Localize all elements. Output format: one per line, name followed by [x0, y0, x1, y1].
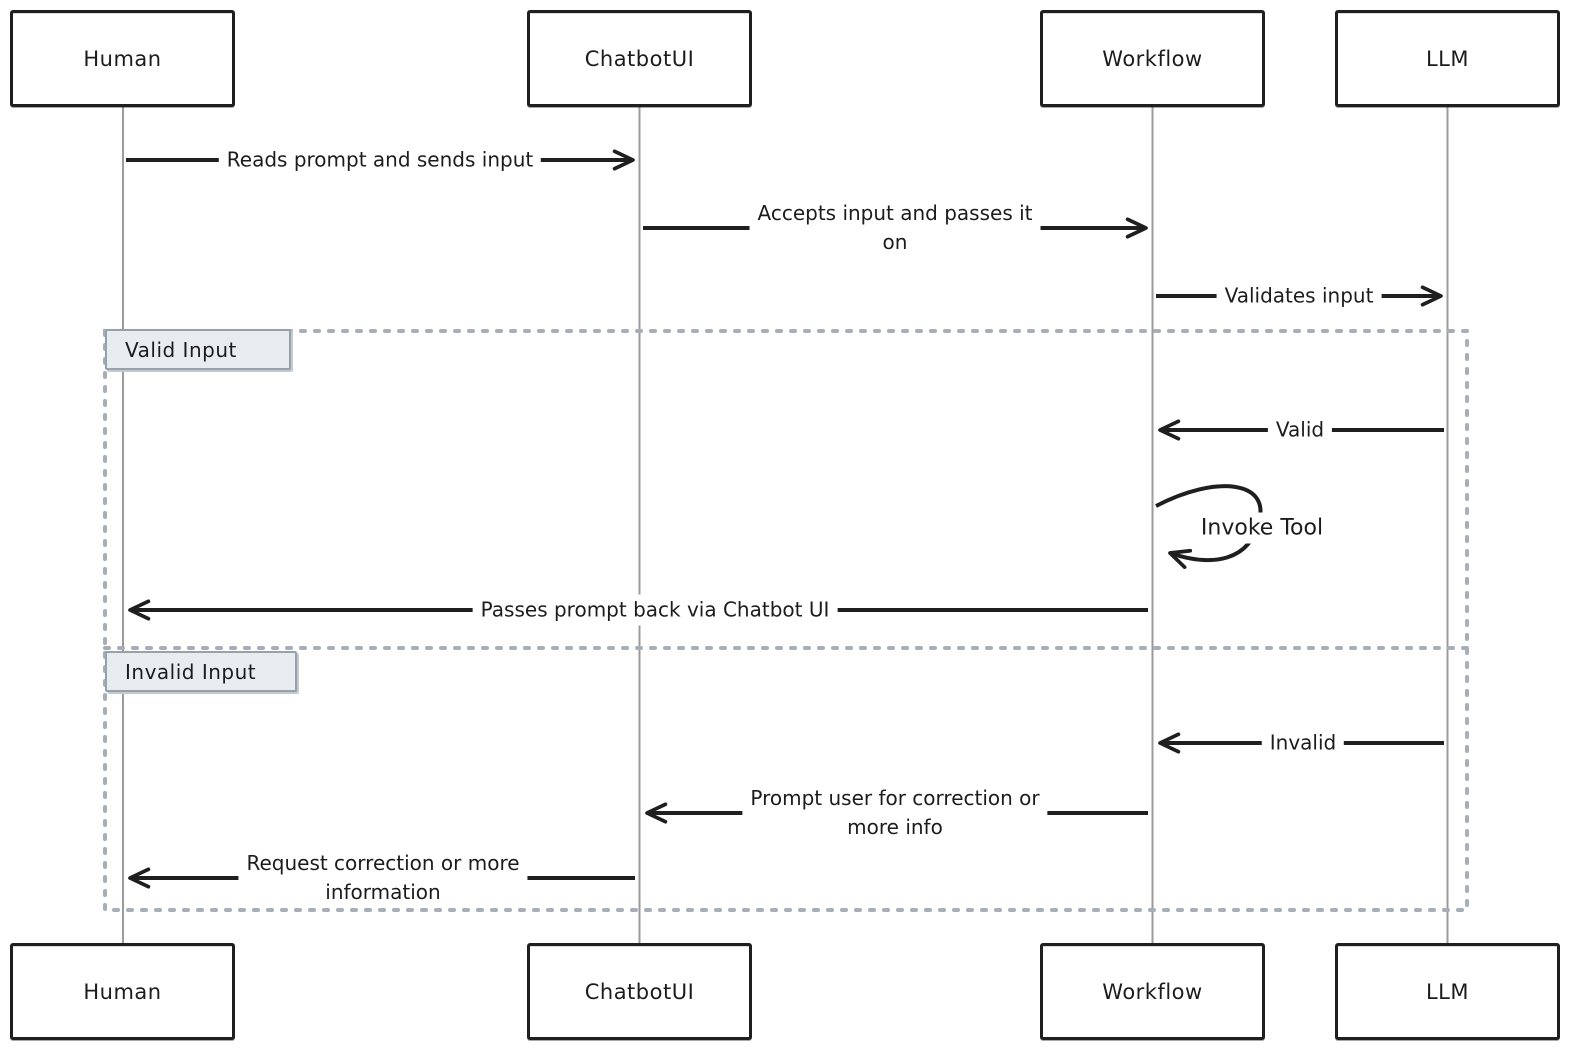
message-text: Accepts input and passes it: [757, 201, 1033, 225]
alt-label-invalid-input: Invalid Input: [105, 651, 297, 692]
alt-frame: [103, 329, 1469, 912]
message-label-invoke-tool: Invoke Tool: [1192, 512, 1332, 544]
message-text: Invoke Tool: [1200, 515, 1324, 541]
actor-bottom-llm: LLM: [1335, 943, 1560, 1040]
actor-label: Human: [83, 46, 162, 71]
message-label-accepts-input: Accepts input and passes it on: [749, 198, 1041, 258]
message-text: Validates input: [1224, 283, 1374, 308]
message-text: Request correction or more: [246, 851, 520, 875]
actor-bottom-human: Human: [10, 943, 235, 1040]
message-label-reads-prompt: Reads prompt and sends input: [218, 144, 542, 176]
message-text: Invalid: [1269, 730, 1337, 755]
message-text: on: [882, 230, 908, 254]
message-label-prompt-user-correction: Prompt user for correction or more info: [742, 783, 1048, 843]
actor-bottom-chatbotui: ChatbotUI: [527, 943, 752, 1040]
message-text: more info: [847, 815, 943, 839]
alt-label-text: Valid Input: [125, 337, 237, 362]
message-label-validates-input: Validates input: [1216, 280, 1382, 312]
message-label-valid: Valid: [1267, 414, 1333, 446]
actor-label: Human: [83, 979, 162, 1004]
message-text: information: [325, 880, 441, 904]
alt-label-text: Invalid Input: [125, 659, 257, 684]
actor-label: Workflow: [1102, 46, 1203, 71]
actor-label: Workflow: [1102, 979, 1203, 1004]
actor-label: ChatbotUI: [584, 46, 695, 71]
actor-label: LLM: [1425, 46, 1470, 71]
alt-label-valid-input: Valid Input: [105, 329, 291, 370]
message-label-passes-prompt-back: Passes prompt back via Chatbot UI: [472, 594, 838, 626]
actor-top-chatbotui: ChatbotUI: [527, 10, 752, 107]
message-text: Passes prompt back via Chatbot UI: [480, 597, 830, 622]
actor-top-workflow: Workflow: [1040, 10, 1265, 107]
actor-label: LLM: [1425, 979, 1470, 1004]
message-text: Prompt user for correction or: [750, 786, 1040, 810]
actor-top-llm: LLM: [1335, 10, 1560, 107]
message-label-request-correction: Request correction or more information: [238, 848, 528, 908]
actor-bottom-workflow: Workflow: [1040, 943, 1265, 1040]
message-label-invalid: Invalid: [1261, 727, 1345, 759]
actor-label: ChatbotUI: [584, 979, 695, 1004]
message-text: Reads prompt and sends input: [226, 147, 534, 172]
actor-top-human: Human: [10, 10, 235, 107]
message-text: Valid: [1275, 417, 1325, 442]
